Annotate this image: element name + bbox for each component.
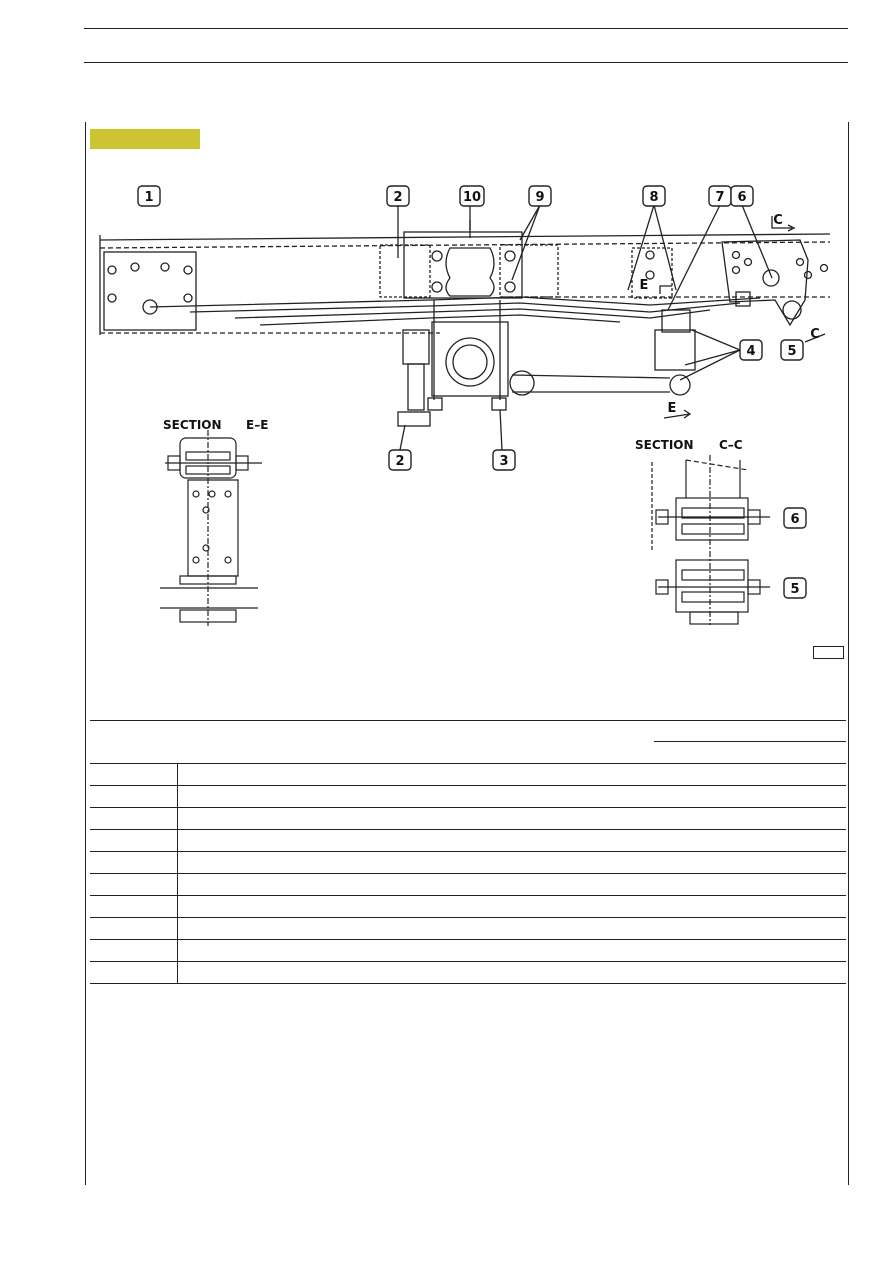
- table-row: [90, 918, 846, 940]
- section-ee-label: SECTION: [163, 418, 222, 432]
- callout-2-bottom: 2: [395, 454, 404, 469]
- table-row: [90, 896, 846, 918]
- table-row: [90, 808, 846, 830]
- callout-5-section: 5: [790, 582, 799, 597]
- callout-7: 7: [715, 190, 724, 205]
- section-highlight-bar: [90, 129, 200, 149]
- callout-5-top: 5: [787, 344, 796, 359]
- callout-10: 10: [463, 190, 481, 205]
- table-row: [90, 786, 846, 808]
- header-rule-bottom: [84, 62, 848, 63]
- callout-1: 1: [144, 190, 153, 205]
- callout-6-top: 6: [737, 190, 746, 205]
- section-ee-id: E–E: [246, 418, 268, 432]
- table-row: [90, 874, 846, 896]
- table-row: [90, 830, 846, 852]
- table-header-rule: [90, 720, 846, 721]
- callout-4: 4: [746, 344, 755, 359]
- frame-right: [848, 122, 849, 1185]
- callout-8: 8: [649, 190, 658, 205]
- marker-e-top: E: [640, 278, 649, 293]
- table-row: [90, 764, 846, 786]
- table-subheader-rule: [654, 741, 846, 742]
- section-cc-label: SECTION: [635, 438, 694, 452]
- callout-9: 9: [535, 190, 544, 205]
- callout-3: 3: [499, 454, 508, 469]
- table-row: [90, 940, 846, 962]
- suspension-drawing: 1 2 10 9 8 7 6 4 5 2 3 6 5 C C E E SECTI…: [99, 185, 831, 626]
- callout-6-section: 6: [790, 512, 799, 527]
- marker-c-bottom: C: [810, 327, 820, 342]
- figure-reference-box: [813, 646, 844, 659]
- frame-left: [85, 122, 86, 1185]
- marker-e-bottom: E: [668, 401, 677, 416]
- table-row: [90, 852, 846, 874]
- table-row: [90, 962, 846, 984]
- parts-table: [90, 763, 846, 984]
- callout-2-top: 2: [393, 190, 402, 205]
- marker-c-top: C: [773, 213, 783, 228]
- header-rule-top: [84, 28, 848, 29]
- section-cc-id: C–C: [719, 438, 743, 452]
